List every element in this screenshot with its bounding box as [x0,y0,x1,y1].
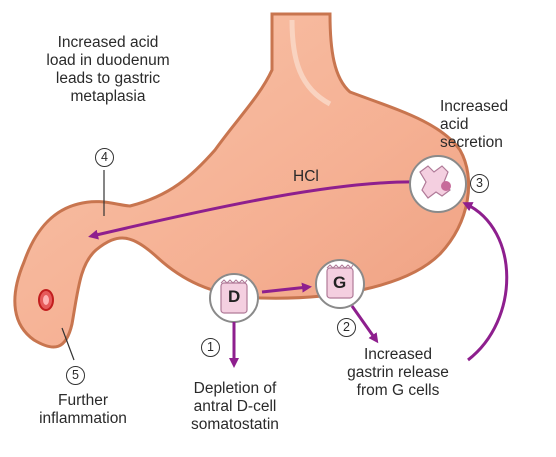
step-1-badge: 1 [201,338,220,357]
secretion-label-line: acid [440,116,508,134]
step-4-badge: 4 [95,148,114,167]
feedback-arrow [466,204,507,360]
gastrin-label: Increased gastrin release from G cells [330,346,466,400]
hcl-label: HCl [293,168,319,186]
inflammation-label: Further inflammation [30,392,136,428]
gastrin-label-line: Increased [330,346,466,364]
duodenum-label-line: metaplasia [24,88,192,106]
duodenum-label-line: leads to gastric [24,70,192,88]
gastrin-label-line: from G cells [330,382,466,400]
secretion-label-line: secretion [440,134,508,152]
dcell-label-line: somatostatin [170,416,300,434]
g-cell-letter: G [333,273,346,293]
duodenum-label-line: Increased acid [24,34,192,52]
step-5-badge: 5 [66,366,85,385]
g-cell-down-arrow [352,306,376,340]
inflammation-label-line: inflammation [30,410,136,428]
step-3-badge: 3 [470,174,489,193]
step-2-badge: 2 [337,318,356,337]
duodenum-label-line: load in duodenum [24,52,192,70]
secretion-label: Increased acid secretion [440,98,508,152]
dcell-label-line: Depletion of [170,380,300,398]
gastrin-label-line: gastrin release [330,364,466,382]
d-cell-letter: D [228,287,240,307]
duodenum-label: Increased acid load in duodenum leads to… [24,34,192,106]
dcell-label-line: antral D-cell [170,398,300,416]
secretion-label-line: Increased [440,98,508,116]
dcell-label: Depletion of antral D-cell somatostatin [170,380,300,434]
inflammation-label-line: Further [30,392,136,410]
